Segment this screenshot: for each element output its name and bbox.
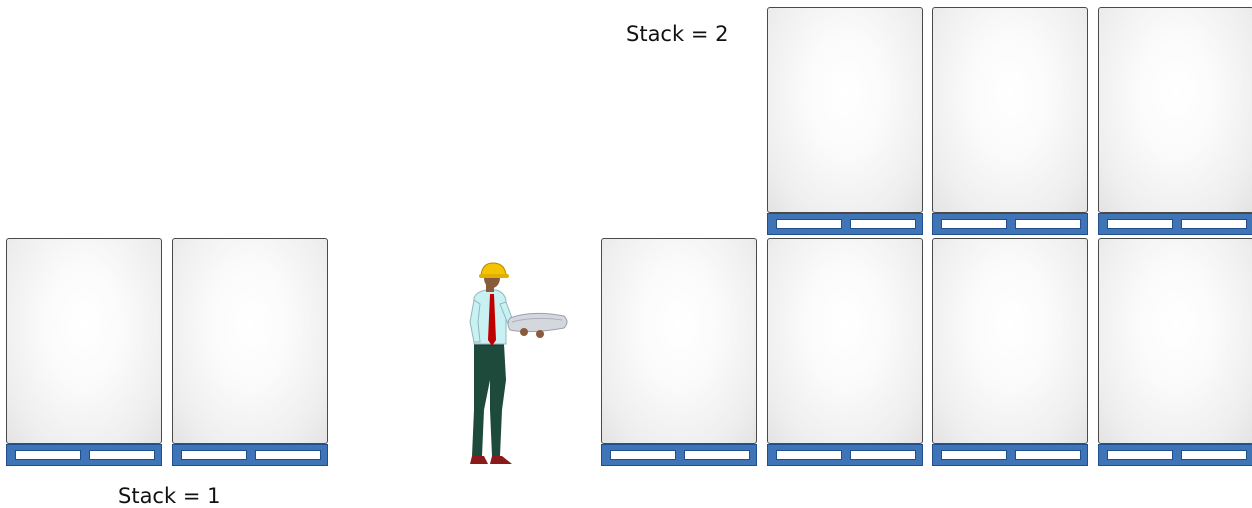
pallet-slot xyxy=(255,450,321,460)
packaged-box xyxy=(1098,238,1252,444)
pallet xyxy=(932,444,1088,466)
pallet-unit-stack2-top-1 xyxy=(767,7,923,235)
pallet xyxy=(767,213,923,235)
pallet-unit-stack1-2 xyxy=(172,238,328,466)
pallet xyxy=(6,444,162,466)
pallet xyxy=(767,444,923,466)
packaged-box xyxy=(6,238,162,444)
pallet-slot xyxy=(850,450,916,460)
pallet-unit-stack2-bottom-1 xyxy=(601,238,757,466)
pallet-unit-stack2-top-3 xyxy=(1098,7,1252,235)
pallet-slot xyxy=(1107,450,1173,460)
pallet-slot xyxy=(89,450,155,460)
pallet xyxy=(1098,444,1252,466)
packaged-box xyxy=(932,238,1088,444)
pallet xyxy=(601,444,757,466)
pallet-slot xyxy=(181,450,247,460)
pallet-slot xyxy=(1181,219,1247,229)
packaged-box xyxy=(1098,7,1252,213)
stack-1-label: Stack = 1 xyxy=(118,484,221,508)
packaged-box xyxy=(767,238,923,444)
pallet xyxy=(1098,213,1252,235)
pallet-unit-stack1-1 xyxy=(6,238,162,466)
pallet-unit-stack2-top-2 xyxy=(932,7,1088,235)
packaged-box xyxy=(767,7,923,213)
pallet xyxy=(172,444,328,466)
pallet-slot xyxy=(850,219,916,229)
pallet-slot xyxy=(15,450,81,460)
pallet-slot xyxy=(776,219,842,229)
pallet-slot xyxy=(776,450,842,460)
pallet-slot xyxy=(684,450,750,460)
pallet-unit-stack2-bottom-2 xyxy=(767,238,923,466)
pallet-slot xyxy=(941,219,1007,229)
pallet-slot xyxy=(610,450,676,460)
pallet-slot xyxy=(1181,450,1247,460)
packaged-box xyxy=(601,238,757,444)
pallet-slot xyxy=(1015,450,1081,460)
warehouse-worker-icon xyxy=(469,262,568,464)
pallet-slot xyxy=(941,450,1007,460)
pallet-unit-stack2-bottom-4 xyxy=(1098,238,1252,466)
pallet-slot xyxy=(1107,219,1173,229)
pallet-slot xyxy=(1015,219,1081,229)
packaged-box xyxy=(932,7,1088,213)
pallet xyxy=(932,213,1088,235)
pallet-unit-stack2-bottom-3 xyxy=(932,238,1088,466)
stack-2-label: Stack = 2 xyxy=(626,22,729,46)
packaged-box xyxy=(172,238,328,444)
